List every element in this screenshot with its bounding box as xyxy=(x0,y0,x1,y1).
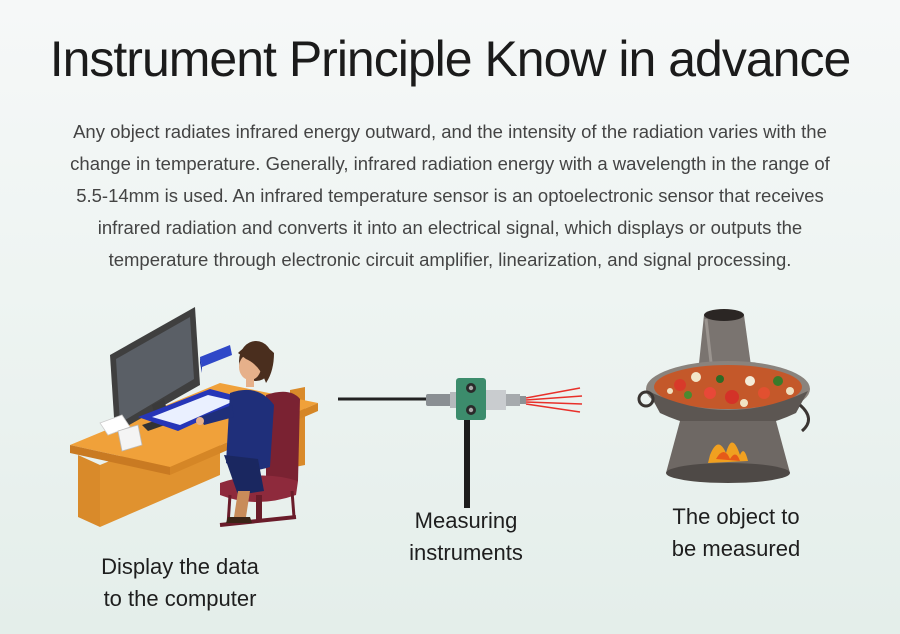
caption-line: Display the data xyxy=(101,554,259,579)
infrared-beam xyxy=(525,387,583,413)
description-line: temperature through electronic circuit a… xyxy=(108,249,792,270)
description-line: Any object radiates infrared energy outw… xyxy=(73,121,827,142)
caption-display-computer: Display the data to the computer xyxy=(80,551,280,615)
sensor-body xyxy=(456,378,486,420)
caption-line: Measuring xyxy=(414,508,518,533)
description-paragraph: Any object radiates infrared energy outw… xyxy=(55,116,845,276)
caption-line: The object to xyxy=(672,504,800,529)
caption-object-measured: The object to be measured xyxy=(646,501,826,565)
caption-line: to the computer xyxy=(103,586,257,611)
food-pieces xyxy=(667,372,794,407)
chair xyxy=(266,391,300,487)
computer-workstation-illustration xyxy=(70,307,318,527)
caption-line: instruments xyxy=(409,540,523,565)
infrared-sensor-illustration xyxy=(426,378,583,508)
description-line: 5.5-14mm is used. An infrared temperatur… xyxy=(76,185,824,206)
data-cable xyxy=(338,397,428,401)
hot-pot-illustration xyxy=(637,309,810,483)
page-title: Instrument Principle Know in advance xyxy=(49,31,852,87)
caption-measuring-instruments: Measuring instruments xyxy=(386,505,546,569)
description-line: change in temperature. Generally, infrar… xyxy=(70,153,830,174)
caption-line: be measured xyxy=(671,536,801,561)
description-line: infrared radiation and converts it into … xyxy=(97,217,803,238)
person xyxy=(226,389,274,471)
